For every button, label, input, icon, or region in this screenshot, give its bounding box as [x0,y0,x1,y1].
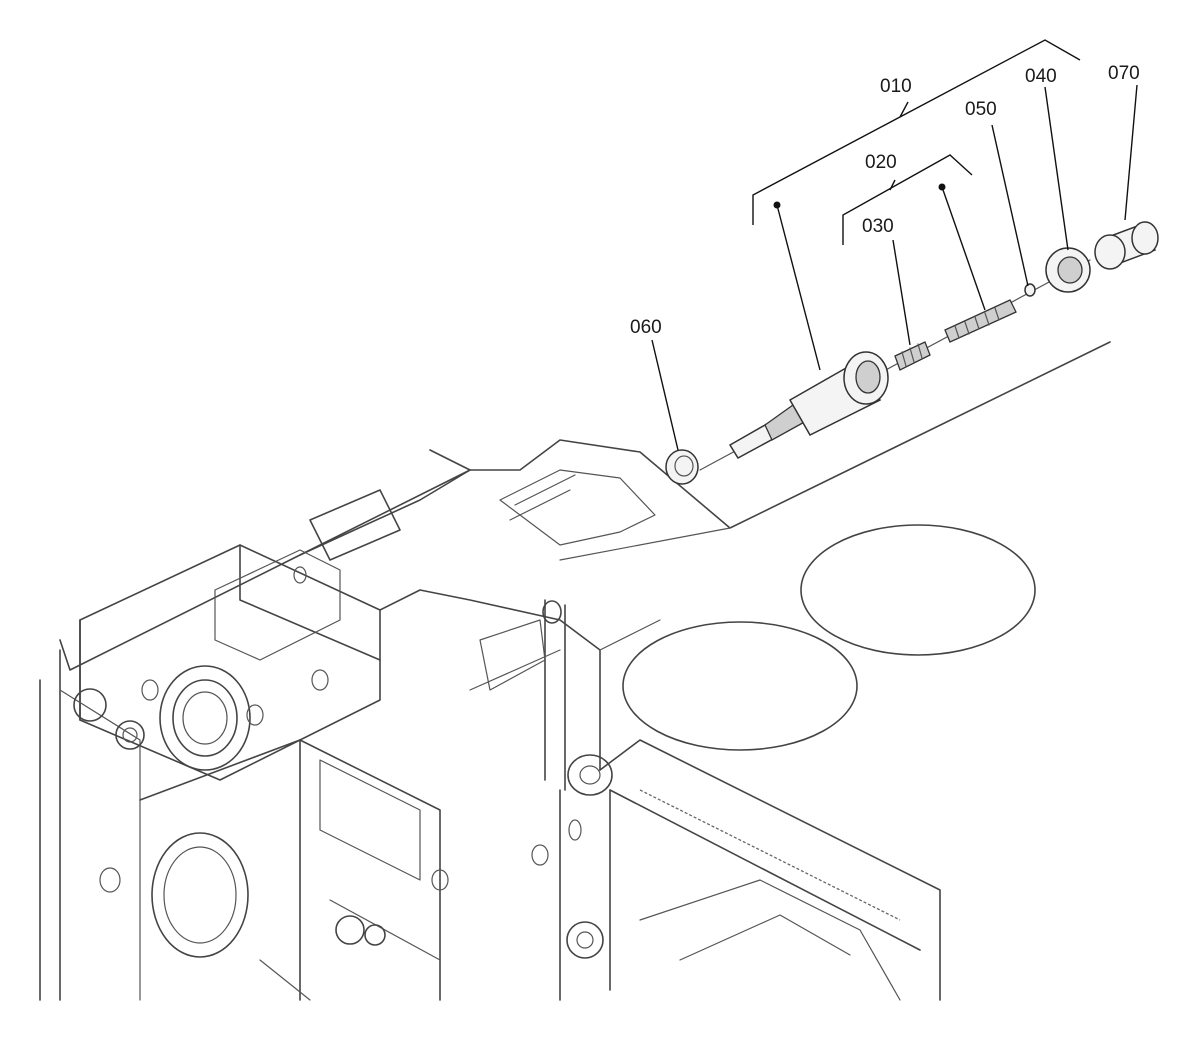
label-020: 020 [865,152,897,173]
leader-020 [941,186,986,311]
cylinder-bore-right [800,524,1036,656]
part-labels: 010 020 030 040 050 060 070 [630,63,1140,338]
label-030: 030 [862,216,894,237]
part-060-seal-ring [665,449,699,485]
cylinder-bore-left [622,621,858,751]
leader-020-tick [889,179,896,191]
leader-010-tick [899,101,909,118]
part-050-washer [1024,283,1036,297]
bracket-010 [752,39,1081,225]
label-050: 050 [965,99,997,120]
exploded-parts [665,221,1159,485]
leader-010 [776,204,821,371]
callout-leaders [651,39,1138,451]
label-010: 010 [880,76,912,97]
bracket-020 [842,154,973,245]
label-060: 060 [630,317,662,338]
leader-040 [1044,86,1069,251]
part-040-nut [1045,247,1091,293]
leader-030 [892,239,911,346]
part-030-spring [894,341,931,371]
leader-060 [651,339,679,451]
label-070: 070 [1108,63,1140,84]
label-040: 040 [1025,66,1057,87]
leader-050 [991,124,1029,287]
leader-070 [1124,84,1138,221]
engine-block-drawing [39,341,1111,1001]
part-010-injector-body [728,351,889,459]
part-020-needle [944,299,1017,343]
part-070-cap [1094,221,1159,270]
